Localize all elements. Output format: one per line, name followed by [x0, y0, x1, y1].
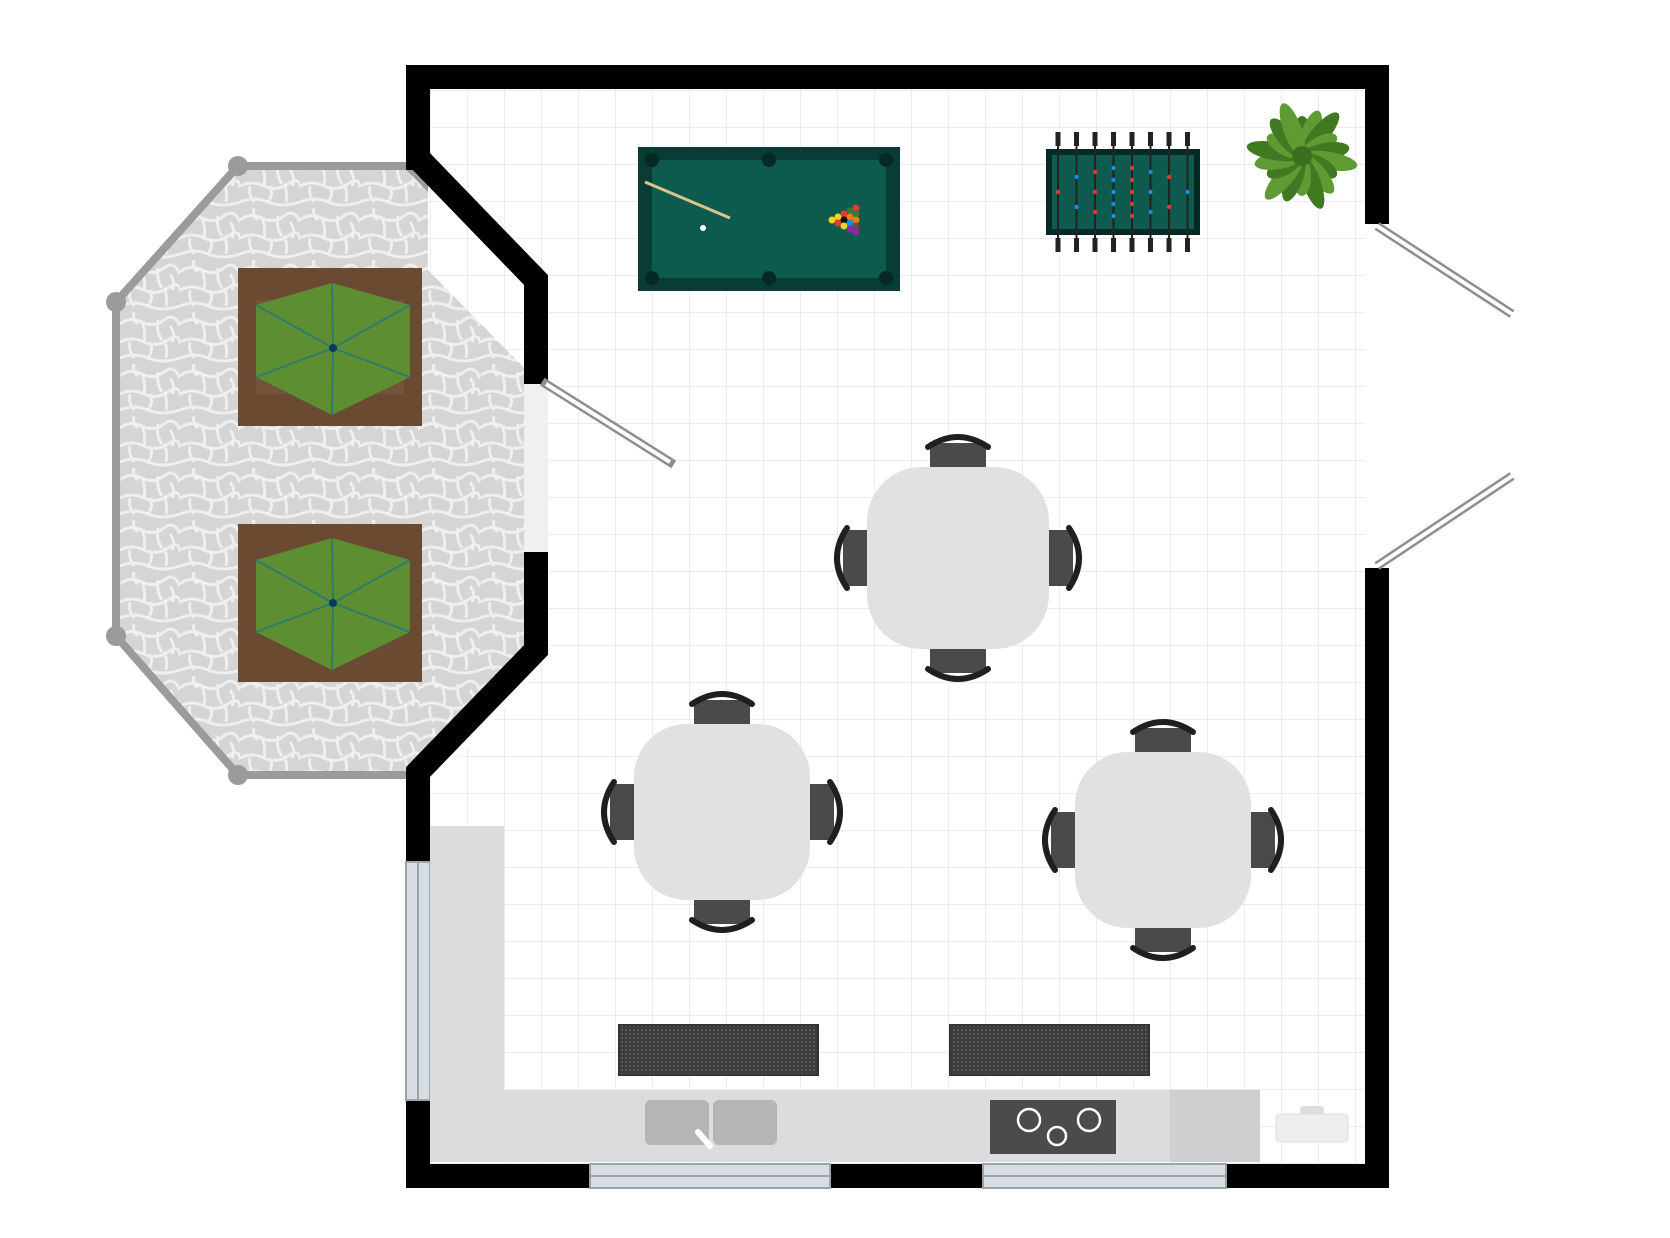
kitchen-counter [430, 826, 1349, 1162]
chair-icon [1043, 525, 1082, 591]
double-sink [645, 1100, 777, 1149]
floor-mat-right [949, 1024, 1150, 1076]
chair-icon [601, 779, 640, 845]
burner-icon [1016, 1107, 1042, 1133]
chair-icon [1130, 719, 1196, 758]
pool-pockets [645, 153, 893, 285]
pool-table [638, 147, 900, 291]
burner-icon [1046, 1125, 1068, 1147]
foosball-table [1046, 132, 1200, 252]
patio-door[interactable] [524, 377, 677, 552]
chair-icon [804, 779, 843, 845]
cooktop [990, 1100, 1116, 1154]
walls [406, 65, 1389, 1188]
racked-balls [828, 204, 860, 236]
round-dining-table-2 [601, 691, 843, 933]
chair-icon [925, 643, 991, 682]
chair-icon [1245, 807, 1284, 873]
chair-icon [925, 434, 991, 473]
window-south-left [589, 1163, 831, 1189]
chair-icon [1130, 922, 1196, 961]
floor-mat-left [618, 1024, 819, 1076]
round-dining-table-3 [1042, 719, 1284, 961]
dining-area [601, 434, 1284, 961]
appliance [1275, 1106, 1349, 1143]
chair-icon [834, 525, 873, 591]
round-dining-table-1 [834, 434, 1082, 682]
chair-icon [689, 691, 755, 730]
cue-ball [700, 225, 706, 231]
window-west [405, 861, 431, 1101]
patio-corner-posts [106, 156, 248, 785]
foosball-rods [1055, 132, 1190, 252]
umbrella-ribs [255, 282, 411, 416]
umbrella-ribs [255, 537, 411, 671]
chair-icon [1042, 807, 1081, 873]
table-top [867, 467, 1049, 649]
potted-plant [1246, 103, 1358, 209]
window-south-right [982, 1163, 1227, 1189]
east-double-door[interactable] [1365, 222, 1515, 570]
burner-icon [1076, 1107, 1102, 1133]
cue-stick [644, 180, 731, 220]
picnic-table-lower [238, 524, 422, 682]
chair-icon [689, 894, 755, 933]
table-top [1075, 752, 1251, 928]
table-top [634, 724, 810, 900]
picnic-table-upper [238, 268, 422, 426]
